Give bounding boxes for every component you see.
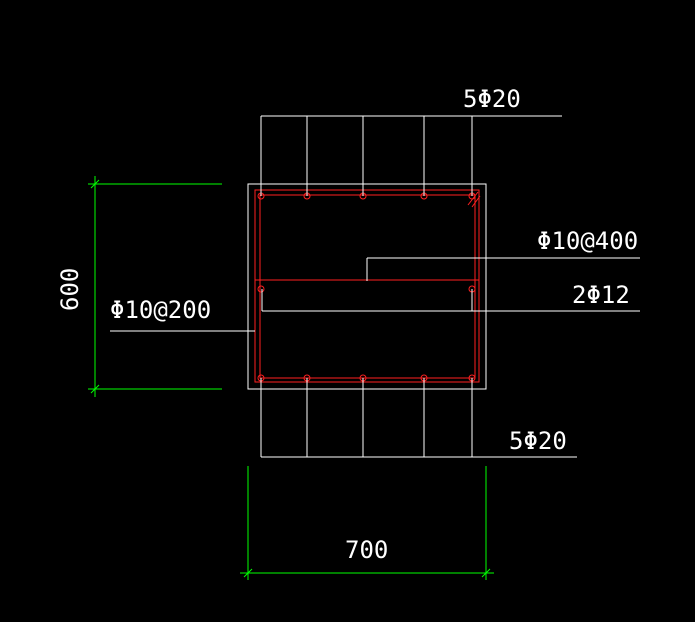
height-dimension	[88, 176, 222, 397]
tie-spacing-label: Φ10@400	[537, 227, 638, 255]
side-rebar	[257, 285, 265, 293]
stirrup	[254, 189, 481, 383]
top-bars-leader	[260, 115, 562, 196]
side-bars-leader	[261, 289, 640, 312]
side-rebar-group	[257, 285, 476, 293]
stirrup-label: Φ10@200	[110, 296, 211, 324]
bottom-bars-label: 5Φ20	[509, 427, 567, 455]
section-outline	[247, 183, 487, 390]
tie-leader	[366, 257, 640, 281]
width-dimension	[240, 466, 494, 580]
bottom-bars-leader	[260, 378, 577, 458]
side-bars-label: 2Φ12	[572, 281, 630, 309]
middle-tie	[255, 279, 479, 312]
width-dimension-label: 700	[345, 536, 388, 564]
top-rebar-group	[257, 192, 476, 200]
height-dimension-label: 600	[56, 268, 84, 311]
top-bars-label: 5Φ20	[463, 85, 521, 113]
